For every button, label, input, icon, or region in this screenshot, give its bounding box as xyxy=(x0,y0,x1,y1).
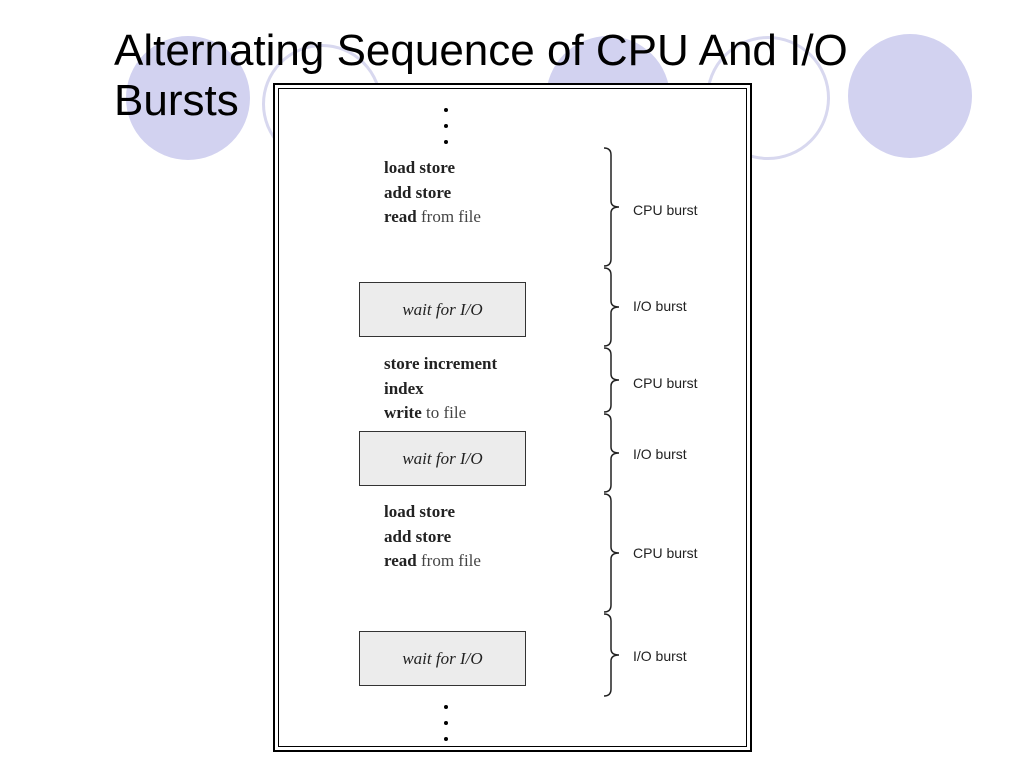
continuation-dot xyxy=(444,140,448,144)
code-line: read from file xyxy=(384,205,481,230)
code-keyword: load store xyxy=(384,502,455,521)
code-line: load store xyxy=(384,500,481,525)
code-line: index xyxy=(384,377,497,402)
code-line: add store xyxy=(384,181,481,206)
wait-for-io-box: wait for I/O xyxy=(359,631,526,686)
code-keyword: add store xyxy=(384,182,452,202)
burst-label: CPU burst xyxy=(633,545,698,561)
slide-title-line: Bursts xyxy=(114,76,239,125)
burst-label: I/O burst xyxy=(633,446,687,462)
code-keyword: load store xyxy=(384,158,455,177)
cpu-burst-brace xyxy=(603,147,620,267)
cpu-burst-brace xyxy=(603,493,620,613)
continuation-dot xyxy=(444,737,448,741)
burst-label: I/O burst xyxy=(633,298,687,314)
decorative-circle xyxy=(126,36,250,160)
wait-for-io-label: wait for I/O xyxy=(402,448,483,468)
burst-label: CPU burst xyxy=(633,375,698,391)
cpu-burst-brace xyxy=(603,347,620,413)
cpu-code-block: store increment index write to file xyxy=(384,352,497,426)
code-text: from file xyxy=(416,207,481,226)
io-burst-brace xyxy=(603,267,620,347)
cpu-code-block: load store add store read from file xyxy=(384,500,481,574)
code-line: load store xyxy=(384,156,481,181)
code-line: read from file xyxy=(384,549,481,574)
burst-diagram-inner-frame xyxy=(278,88,747,747)
burst-label: I/O burst xyxy=(633,648,687,664)
code-keyword: read xyxy=(384,551,417,570)
continuation-dot xyxy=(444,108,448,112)
code-text: to file xyxy=(421,403,467,422)
wait-for-io-box: wait for I/O xyxy=(359,282,526,337)
slide-title-line: Alternating Sequence of CPU And I/O xyxy=(114,26,848,75)
code-line: add store xyxy=(384,525,481,550)
continuation-dot xyxy=(444,124,448,128)
code-keyword: write xyxy=(384,403,422,422)
burst-label: CPU burst xyxy=(633,202,698,218)
continuation-dot xyxy=(444,705,448,709)
decorative-circle xyxy=(848,34,972,158)
wait-for-io-label: wait for I/O xyxy=(402,648,483,668)
io-burst-brace xyxy=(603,413,620,493)
code-line: store increment xyxy=(384,352,497,377)
wait-for-io-label: wait for I/O xyxy=(402,299,483,319)
io-burst-brace xyxy=(603,613,620,697)
cpu-code-block: load store add store read from file xyxy=(384,156,481,230)
code-keyword: add store xyxy=(384,526,452,546)
code-text: from file xyxy=(416,551,481,570)
code-line: write to file xyxy=(384,401,497,426)
code-keyword: read xyxy=(384,207,417,226)
code-keyword: index xyxy=(384,378,424,398)
wait-for-io-box: wait for I/O xyxy=(359,431,526,486)
slide-title: Alternating Sequence of CPU And I/O Burs… xyxy=(114,26,994,126)
code-keyword: store increment xyxy=(384,354,498,373)
continuation-dot xyxy=(444,721,448,725)
